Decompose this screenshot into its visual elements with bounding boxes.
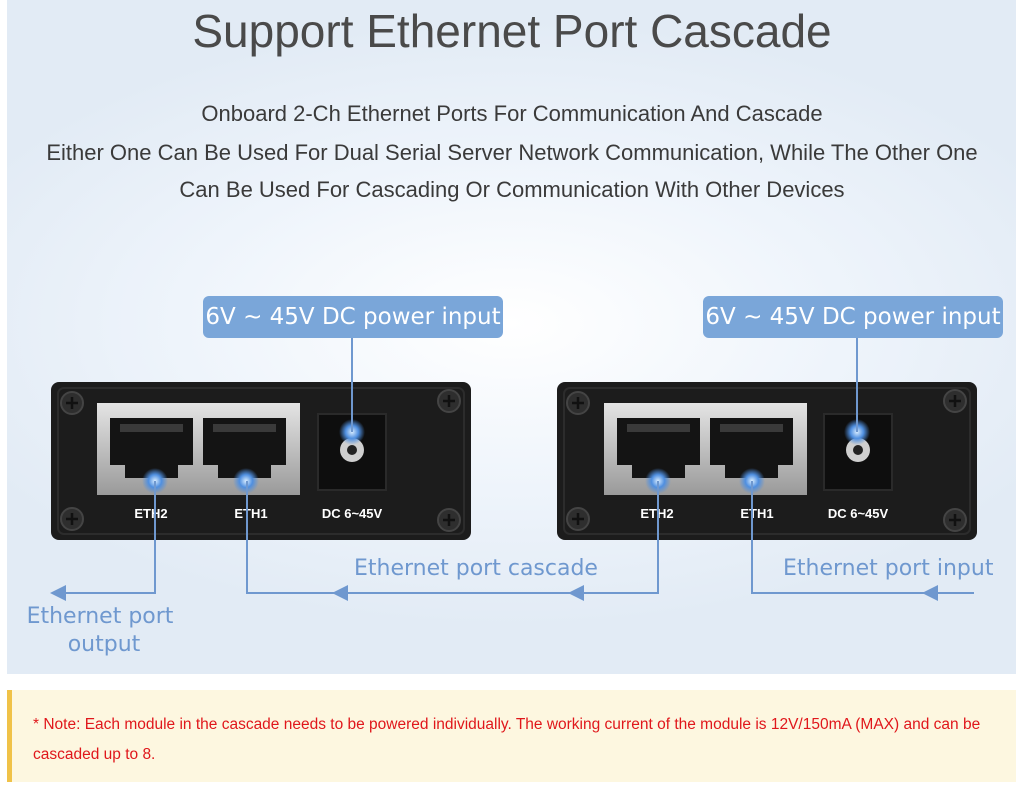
page-title: Support Ethernet Port Cascade <box>192 5 832 57</box>
arrow-left-icon <box>332 585 348 601</box>
cascade-flow <box>246 481 659 601</box>
label-cascade: Ethernet port cascade <box>354 556 598 581</box>
arrow-left-icon <box>568 585 584 601</box>
screw-icon <box>943 508 967 532</box>
subtitle-line-2: Either One Can Be Used For Dual Serial S… <box>46 140 978 165</box>
module-left: ETH2 ETH1 DC 6~45V <box>51 382 471 540</box>
screw-icon <box>60 507 84 531</box>
screw-icon <box>566 391 590 415</box>
screw-icon <box>437 389 461 413</box>
ethernet-port-eth2-icon <box>110 418 193 478</box>
ethernet-port-eth1-icon <box>203 418 286 478</box>
input-flow <box>751 481 974 601</box>
note-box: * Note: Each module in the cascade needs… <box>7 690 1016 782</box>
dc-label: DC 6~45V <box>322 506 383 521</box>
dc-jack-icon <box>317 413 387 491</box>
label-output-line2: output <box>67 632 141 657</box>
power-callout-left: 6V ~ 45V DC power input <box>203 296 503 338</box>
output-flow <box>50 481 156 601</box>
label-input: Ethernet port input <box>783 556 994 581</box>
port-label-eth1: ETH1 <box>234 506 267 521</box>
arrow-left-icon <box>922 585 938 601</box>
screw-icon <box>60 391 84 415</box>
module-right: ETH2 ETH1 DC 6~45V <box>557 382 977 540</box>
subtitle-line-3: Can Be Used For Cascading Or Communicati… <box>179 177 845 202</box>
screw-icon <box>943 389 967 413</box>
port-label-eth1: ETH1 <box>740 506 773 521</box>
screw-icon <box>566 507 590 531</box>
port-label-eth2: ETH2 <box>134 506 167 521</box>
screw-icon <box>437 508 461 532</box>
label-output-line1: Ethernet port <box>26 604 174 629</box>
subtitle-line-1: Onboard 2-Ch Ethernet Ports For Communic… <box>201 101 823 126</box>
dc-label: DC 6~45V <box>828 506 889 521</box>
ethernet-port-eth2-icon <box>617 418 700 478</box>
power-callout-right: 6V ~ 45V DC power input <box>703 296 1003 338</box>
arrow-left-icon <box>50 585 66 601</box>
cascade-diagram: ETH2 ETH1 DC 6~45V ETH2 ETH1 DC 6~45V <box>50 338 977 601</box>
note-text: * Note: Each module in the cascade needs… <box>33 716 981 763</box>
ethernet-port-eth1-icon <box>710 418 793 478</box>
